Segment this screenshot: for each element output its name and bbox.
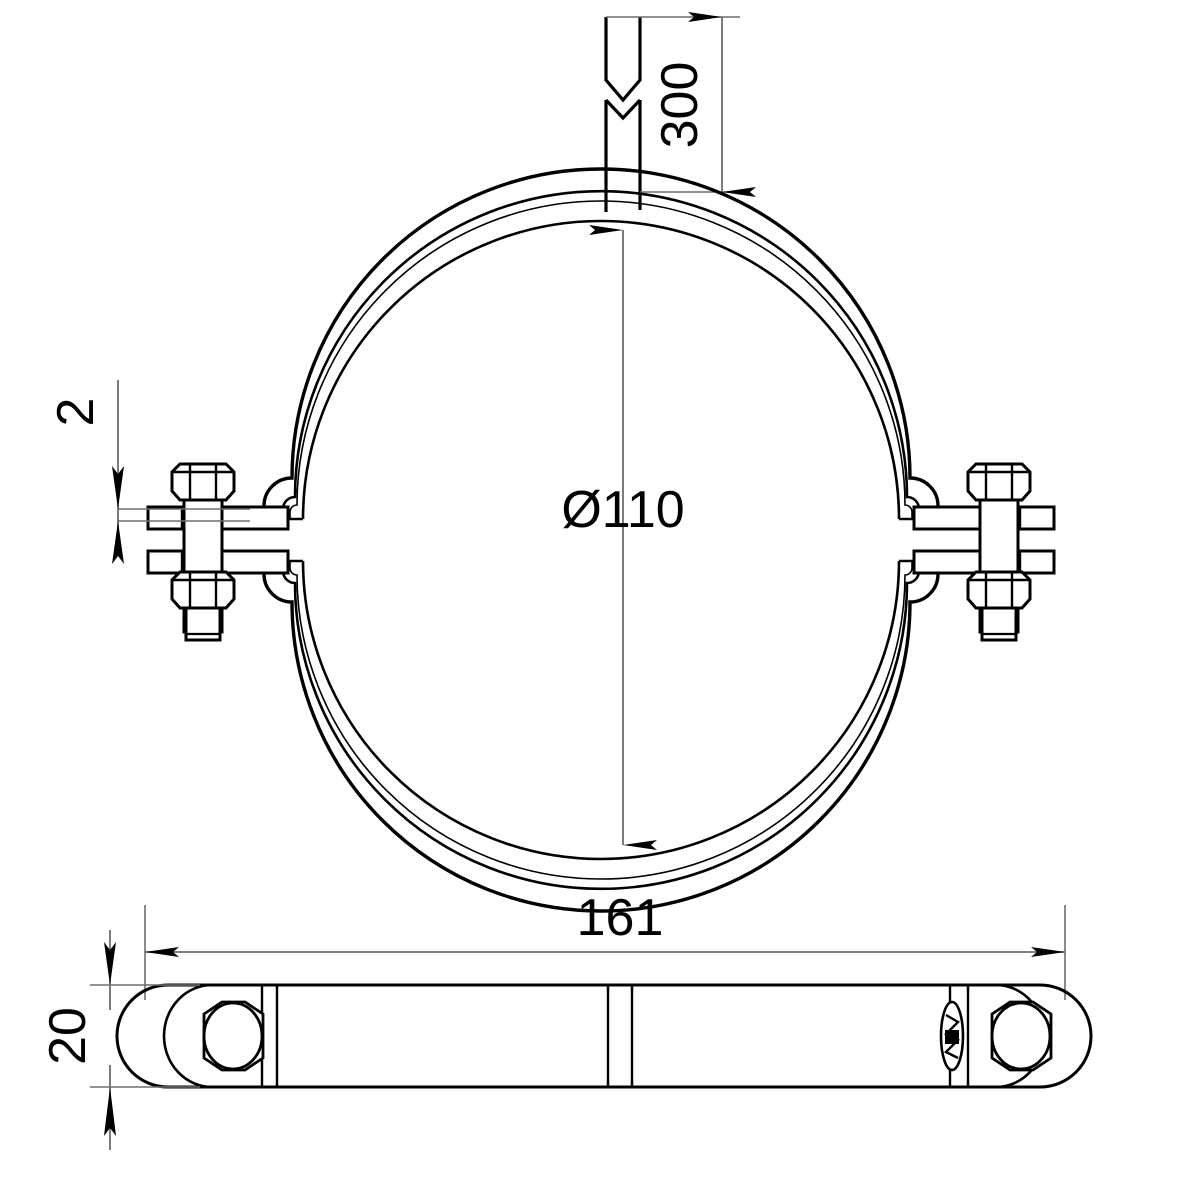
band-inner-upper (281, 189, 921, 519)
plan-hex-nut-left (202, 1000, 265, 1072)
clamp-ring (262, 167, 940, 913)
band-inner-lower (281, 561, 921, 891)
dim-label-300: 300 (651, 62, 709, 149)
dimension-161: 161 (144, 889, 1066, 1000)
dimension-300: 300 (606, 12, 756, 197)
liner-inner-lower (301, 560, 901, 861)
weld-nut-boss (939, 1000, 965, 1072)
dimension-diameter-110: Ø110 (561, 225, 685, 850)
hex-head-left-upper (170, 462, 236, 502)
hex-nut-left-lower (170, 570, 236, 610)
band-outer-lower (262, 561, 940, 913)
threaded-rod (604, 17, 642, 212)
plan-lug-arc-left (162, 983, 213, 1089)
dimension-20: 20 (39, 930, 200, 1150)
plan-hex-nut-right (990, 1000, 1053, 1072)
hex-bolt-and-nut-right (912, 462, 1056, 642)
band-outer-upper (262, 167, 940, 519)
hex-nut-right-lower (966, 570, 1032, 610)
arrow-2-top (112, 466, 124, 509)
dim-label-2: 2 (47, 398, 105, 427)
plan-hex-circle-right (990, 1001, 1052, 1071)
arrow-2-bottom (112, 521, 124, 564)
weld-nut-core (945, 1030, 959, 1044)
hex-bolt-and-nut-left (146, 462, 290, 642)
plan-body-outline (115, 983, 1093, 1089)
dim-label-diameter: Ø110 (561, 481, 684, 539)
bolt-tip-right (980, 606, 1018, 642)
arrow-20-bottom (104, 1087, 116, 1136)
dimension-2: 2 (47, 380, 250, 564)
liner-inner-upper (301, 219, 901, 520)
liner-outer-lower (289, 561, 913, 880)
dim-label-20: 20 (39, 1007, 97, 1065)
dim-label-161: 161 (577, 889, 664, 947)
bolt-tip-left (184, 606, 222, 642)
liner-outer-upper (289, 200, 913, 519)
hex-head-right-upper (966, 462, 1032, 502)
plan-hex-circle-left (202, 1001, 264, 1071)
arrow-20-top (104, 942, 116, 985)
